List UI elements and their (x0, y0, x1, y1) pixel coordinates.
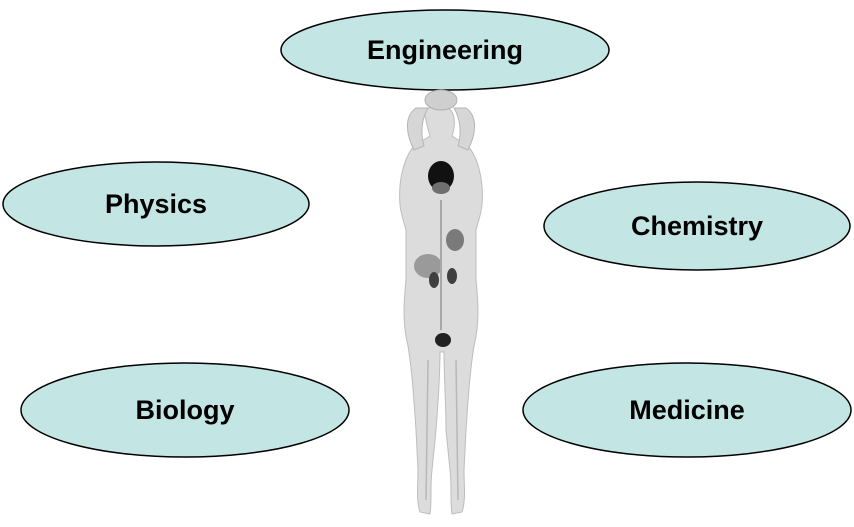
pet-face (432, 182, 450, 194)
pet-hands (425, 90, 457, 110)
pet-liver (414, 254, 442, 278)
node-chemistry-label: Chemistry (631, 211, 763, 241)
node-medicine-label: Medicine (629, 395, 745, 425)
pet-scan-figure (400, 90, 483, 514)
pet-right-kidney (447, 268, 457, 284)
node-engineering: Engineering (281, 10, 609, 90)
node-chemistry: Chemistry (544, 182, 850, 270)
pet-heart (446, 229, 464, 251)
node-medicine: Medicine (523, 363, 851, 457)
pet-bladder (435, 333, 451, 347)
node-biology: Biology (21, 363, 349, 457)
pet-left-kidney (429, 272, 439, 288)
node-engineering-label: Engineering (367, 35, 523, 65)
node-physics: Physics (3, 162, 309, 246)
node-physics-label: Physics (105, 189, 207, 219)
node-biology-label: Biology (136, 395, 235, 425)
